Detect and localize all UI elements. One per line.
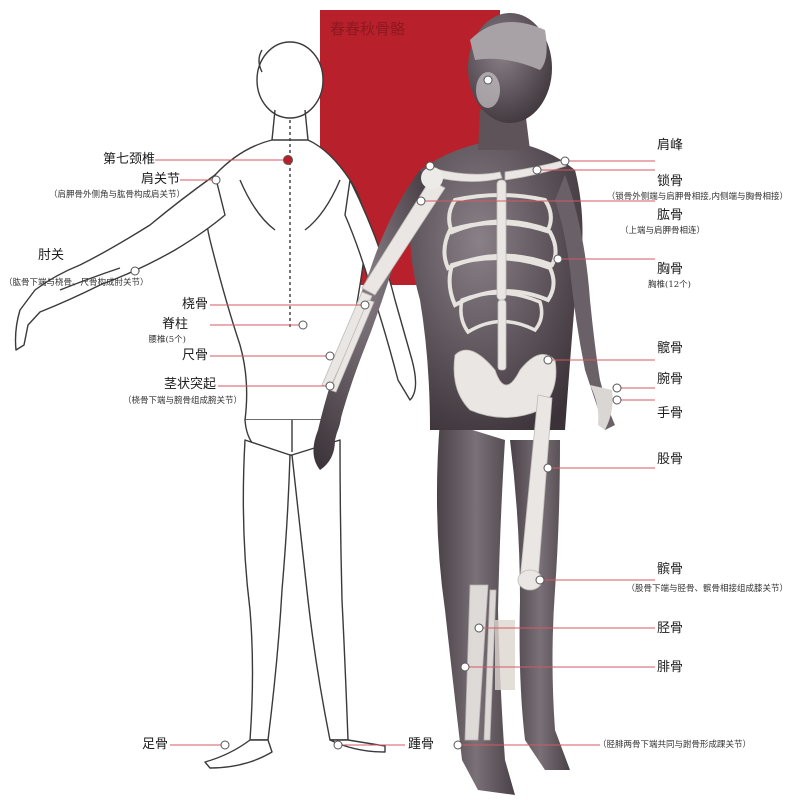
label-sternum: 胸骨 bbox=[657, 262, 683, 277]
marker-patella bbox=[536, 576, 544, 584]
marker-carpal bbox=[613, 384, 621, 392]
marker-humerus bbox=[417, 197, 425, 205]
label-styloid: 茎状突起 bbox=[110, 377, 216, 392]
marker-elbow bbox=[131, 267, 139, 275]
marker-shoulder bbox=[426, 162, 434, 170]
note-ankle: （胫腓两骨下端共同与跗骨形成踝关节） bbox=[598, 740, 751, 750]
marker-c7 bbox=[284, 156, 293, 165]
label-radius: 桡骨 bbox=[140, 297, 208, 312]
label-shoulder-joint: 肩关节 bbox=[80, 172, 180, 187]
label-acromion: 肩峰 bbox=[657, 138, 683, 153]
note-clavicle: （锁骨外侧端与肩胛骨相接,内侧端与胸骨相接） bbox=[560, 192, 788, 202]
marker-spine bbox=[299, 321, 307, 329]
marker-clavicle bbox=[533, 166, 541, 174]
marker-fibula bbox=[461, 663, 469, 671]
label-humerus: 肱骨 bbox=[657, 208, 683, 223]
marker-ulna bbox=[326, 352, 334, 360]
label-fibula: 腓骨 bbox=[657, 660, 683, 675]
note-elbow-joint: （肱骨下端与桡骨、尺骨构成肘关节） bbox=[4, 278, 149, 288]
marker-shoulder-joint bbox=[212, 176, 220, 184]
label-carpal: 腕骨 bbox=[657, 372, 683, 387]
label-hip: 髋骨 bbox=[657, 341, 683, 356]
marker-acromion bbox=[561, 157, 569, 165]
marker-sternum bbox=[554, 255, 562, 263]
label-ulna: 尺骨 bbox=[140, 348, 208, 363]
note-sternum: 胸椎(12个) bbox=[648, 280, 691, 290]
note-patella: （股骨下端与胫骨、髌骨相接组成膝关节） bbox=[560, 584, 788, 594]
marker-head bbox=[484, 76, 492, 84]
label-calcaneus: 踵骨 bbox=[408, 737, 434, 752]
backdrop-text: 春春秋骨骼 bbox=[330, 20, 405, 38]
label-spine: 脊柱 bbox=[120, 317, 188, 332]
label-c7: 第七颈椎 bbox=[70, 152, 155, 167]
label-femur: 股骨 bbox=[657, 452, 683, 467]
label-elbow-joint: 肘关 bbox=[38, 248, 64, 263]
marker-styloid bbox=[326, 382, 334, 390]
label-hand: 手骨 bbox=[657, 406, 683, 421]
marker-hip bbox=[544, 356, 552, 364]
marker-foot bbox=[221, 741, 229, 749]
marker-hand bbox=[613, 396, 621, 404]
label-tibia: 胫骨 bbox=[657, 621, 683, 636]
marker-tibia bbox=[475, 624, 483, 632]
marker-radius bbox=[361, 301, 369, 309]
note-humerus: （上端与肩胛骨相连） bbox=[620, 226, 705, 236]
label-foot-bones: 足骨 bbox=[100, 737, 168, 752]
note-shoulder-joint: （肩胛骨外侧角与肱骨构成肩关节） bbox=[0, 190, 185, 200]
note-styloid: （桡骨下端与腕骨组成腕关节） bbox=[60, 396, 242, 406]
marker-femur bbox=[544, 464, 552, 472]
marker-calcaneus bbox=[454, 741, 462, 749]
marker-heel-back bbox=[334, 741, 342, 749]
label-patella: 髌骨 bbox=[657, 562, 683, 577]
label-clavicle: 锁骨 bbox=[657, 174, 683, 189]
note-spine: 腰椎(5个) bbox=[100, 335, 186, 345]
